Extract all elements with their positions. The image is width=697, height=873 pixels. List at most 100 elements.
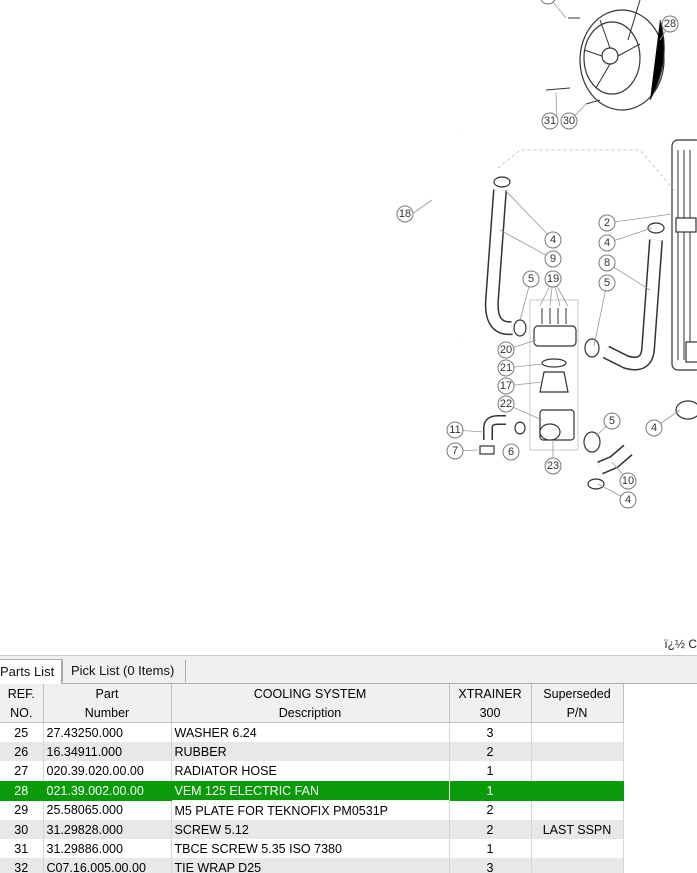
callout-circle	[541, 112, 559, 130]
callout-9[interactable]: 9	[544, 250, 562, 268]
callout-30[interactable]: 30	[560, 112, 578, 130]
cell-part-number: 021.39.002.00.00	[43, 780, 172, 801]
callout-17[interactable]: 17	[497, 377, 515, 395]
header-description[interactable]: COOLING SYSTEM	[171, 684, 450, 703]
electric-fan-drawing[interactable]	[545, 0, 665, 111]
callout-28[interactable]: 28	[661, 15, 679, 33]
cell-part-number: 31.29828.000	[43, 820, 172, 839]
parts-table-container: REF. Part COOLING SYSTEM XTRAINER Supers…	[0, 684, 697, 873]
callout-8[interactable]: 8	[598, 254, 616, 272]
tab-bar: Parts List Pick List (0 Items)	[0, 655, 697, 684]
callout-circle	[544, 270, 562, 288]
cell-description: RUBBER	[171, 742, 450, 761]
callout-5-a[interactable]: 5	[522, 270, 540, 288]
radiator-drawing[interactable]	[671, 139, 697, 371]
callout-4-d[interactable]: 4	[619, 491, 637, 509]
header-superseded[interactable]: Superseded	[531, 684, 624, 703]
exploded-parts-diagram[interactable]: 30283130184951924852021172211762354104 ï…	[0, 0, 697, 655]
hose-9-drawing[interactable]	[484, 176, 527, 337]
callout-circle	[396, 205, 414, 223]
callout-5-b[interactable]: 5	[598, 274, 616, 292]
cell-ref: 26	[0, 742, 44, 761]
callout-label: 28	[664, 18, 676, 30]
tab-parts-list[interactable]: Parts List	[0, 659, 62, 684]
callout-label: 4	[550, 234, 556, 246]
header-ref[interactable]: REF.	[0, 684, 44, 703]
callout-22[interactable]: 22	[497, 395, 515, 413]
cell-part-number: 020.39.020.00.00	[43, 761, 172, 781]
header-description-sub[interactable]: Description	[171, 703, 450, 723]
cell-part-number: 25.58065.000	[43, 800, 172, 820]
header-superseded-sub[interactable]: P/N	[531, 703, 624, 723]
callout-label: 4	[651, 422, 657, 434]
callout-label: 31	[544, 115, 556, 127]
callout-label: 5	[528, 273, 534, 285]
callout-label: 11	[449, 424, 460, 436]
header-part-sub[interactable]: Number	[43, 703, 172, 723]
callout-label: 30	[563, 115, 575, 127]
callout-30-top[interactable]: 30	[540, 0, 556, 5]
header-ref-sub[interactable]: NO.	[0, 703, 44, 723]
elbow-10-drawing[interactable]	[583, 400, 697, 490]
callout-2[interactable]: 2	[598, 214, 616, 232]
callout-label: 5	[609, 415, 615, 427]
callout-label: 10	[622, 475, 634, 487]
callout-20[interactable]: 20	[497, 341, 515, 359]
parts-table: REF. Part COOLING SYSTEM XTRAINER Supers…	[0, 684, 624, 873]
callout-label: 17	[500, 380, 512, 392]
cell-superseded	[531, 722, 624, 742]
callout-6[interactable]: 6	[502, 443, 520, 461]
callout-4-b[interactable]: 4	[598, 234, 616, 252]
callout-10[interactable]: 10	[619, 472, 637, 490]
cell-superseded	[531, 858, 624, 873]
callout-circle	[598, 254, 616, 272]
callout-label: 4	[625, 494, 631, 506]
cell-ref: 27	[0, 761, 44, 781]
callout-label: 9	[550, 253, 556, 265]
callout-circle	[497, 395, 515, 413]
callout-circle	[446, 421, 464, 439]
callout-label: 22	[500, 398, 512, 410]
callout-11[interactable]: 11	[446, 421, 464, 439]
cell-part-number: 27.43250.000	[43, 722, 172, 742]
radiator-hose-18-drawing[interactable]	[418, 110, 464, 339]
cell-description: TBCE SCREW 5.35 ISO 7380	[171, 839, 450, 858]
cell-superseded	[531, 742, 624, 761]
callout-21[interactable]: 21	[497, 359, 515, 377]
callout-4-a[interactable]: 4	[544, 231, 562, 249]
tab-parts-list-label: Parts List	[0, 664, 55, 679]
callout-circle	[598, 234, 616, 252]
callout-4-c[interactable]: 4	[645, 419, 663, 437]
callout-5-c[interactable]: 5	[603, 412, 621, 430]
callout-23[interactable]: 23	[544, 457, 562, 475]
hose-8-drawing[interactable]	[584, 222, 665, 371]
callout-circle	[544, 250, 562, 268]
thermostat-housing-drawing[interactable]	[529, 299, 579, 451]
tab-pick-list[interactable]: Pick List (0 Items)	[62, 660, 186, 682]
callout-18[interactable]: 18	[396, 205, 414, 223]
elbow-11-drawing[interactable]	[479, 415, 526, 455]
cell-description: RADIATOR HOSE	[171, 761, 450, 781]
callout-7[interactable]: 7	[446, 442, 464, 460]
cell-quantity: 2	[449, 800, 532, 820]
callout-label: 5	[604, 277, 610, 289]
header-quantity-sub[interactable]: 300	[449, 703, 532, 723]
header-quantity[interactable]: XTRAINER	[449, 684, 532, 703]
callout-31[interactable]: 31	[541, 112, 559, 130]
callout-19[interactable]: 19	[544, 270, 562, 288]
callout-label: 4	[604, 237, 610, 249]
cell-superseded	[531, 761, 624, 781]
callout-circle	[540, 0, 556, 5]
header-part[interactable]: Part	[43, 684, 172, 703]
cell-quantity: 3	[449, 858, 532, 873]
